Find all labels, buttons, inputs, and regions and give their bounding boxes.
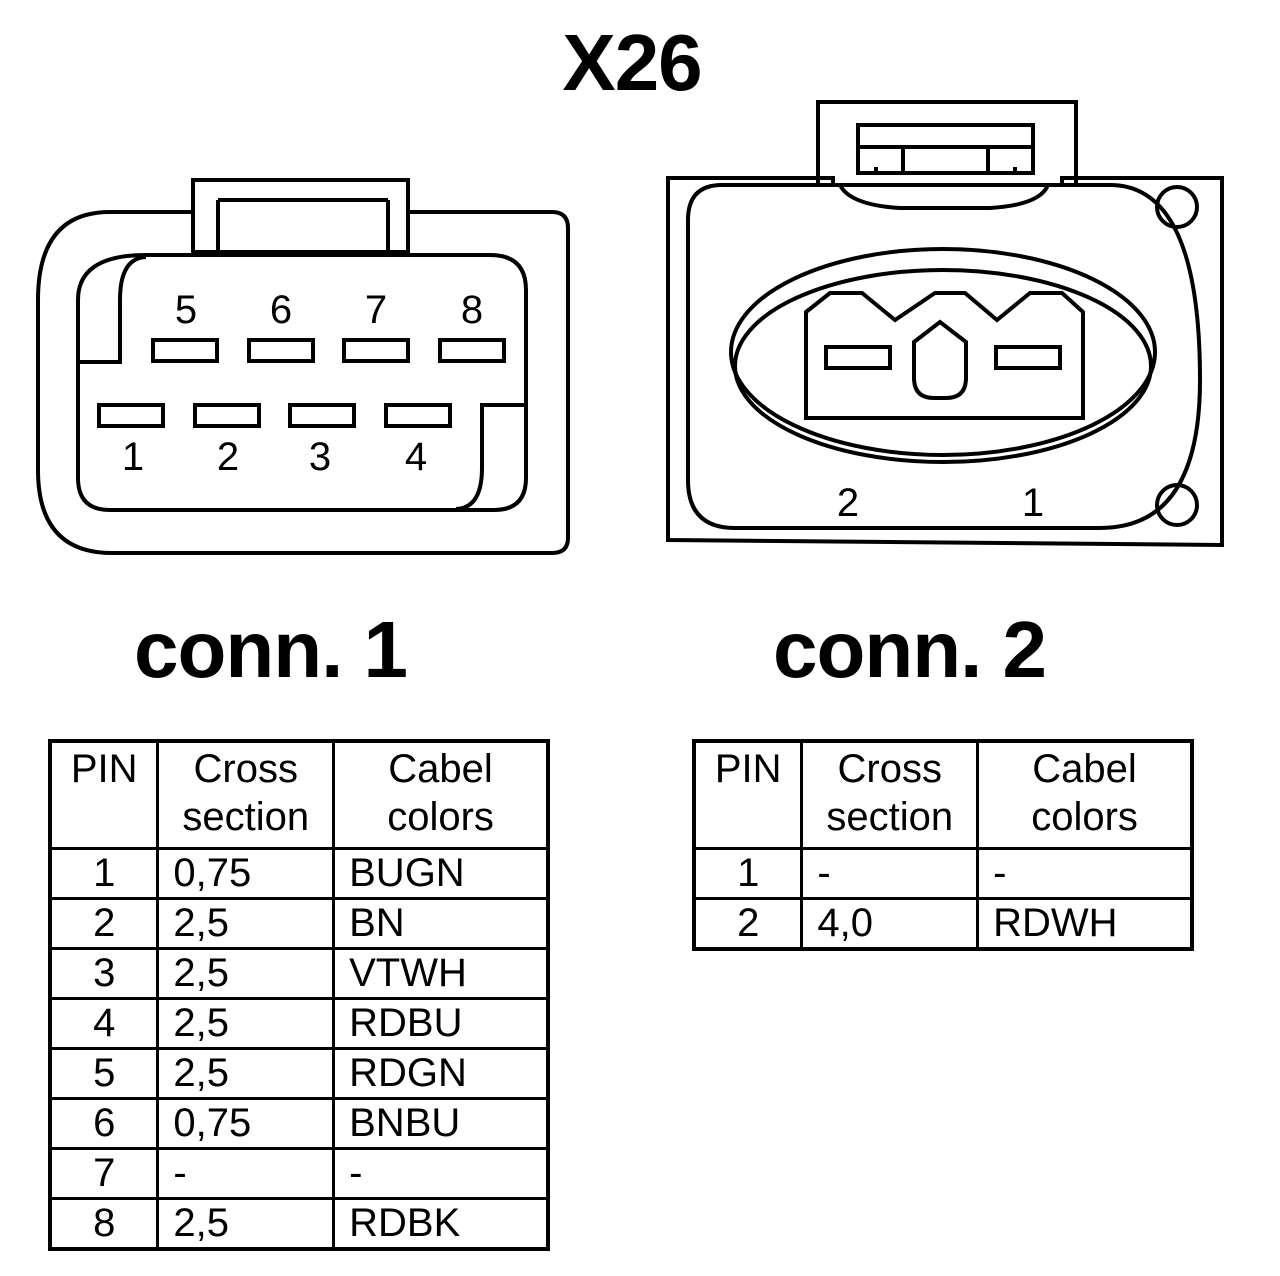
pin-slot-6 — [247, 338, 315, 363]
pin-label-2: 2 — [837, 481, 859, 525]
mounting-hole-bottom — [1155, 483, 1199, 527]
connector-2-seal-outer — [729, 247, 1157, 457]
pin-slot-8 — [438, 338, 506, 363]
pin-slot-3 — [288, 403, 356, 428]
connector-2-socket — [804, 291, 1085, 420]
connector-2-label: conn. 2 — [773, 605, 1047, 694]
pin-slot-7 — [342, 338, 410, 363]
pin-label-6: 6 — [270, 288, 292, 332]
connector-1-label: conn. 1 — [134, 605, 408, 694]
connector-2-body-outline — [686, 183, 1203, 530]
pin-slot-2 — [824, 345, 892, 370]
diagram-title: X26 — [562, 18, 702, 107]
pin-label-8: 8 — [461, 288, 483, 332]
connector-1-housing — [36, 210, 570, 555]
pin-slot-2 — [193, 403, 261, 428]
mounting-hole-top — [1155, 185, 1199, 229]
pin-label-7: 7 — [365, 288, 387, 332]
pin-label-5: 5 — [175, 288, 197, 332]
connector-1-keying-right — [455, 403, 526, 511]
connector-2-seal-inner — [733, 268, 1153, 464]
connector-2-flange — [666, 176, 1224, 548]
pin-label-2: 2 — [217, 435, 239, 479]
table-row: 1-- — [692, 847, 1194, 900]
pin-label-4: 4 — [405, 435, 427, 479]
connector-2-latch — [816, 100, 1078, 185]
connector-2-drawing: 2 1 — [666, 100, 1224, 548]
pin-slot-4 — [384, 403, 452, 428]
table-row: 7-- — [48, 1147, 550, 1200]
connector-drawings: 5 6 7 8 1 2 3 4 2 1 — [36, 100, 1224, 555]
pin-label-1: 1 — [1022, 481, 1044, 525]
pin-slot-1 — [994, 345, 1062, 370]
pin-slot-1 — [97, 403, 165, 428]
connector-1-pin-slots — [97, 338, 506, 428]
header-pin: PIN — [692, 739, 804, 850]
pin-slot-5 — [151, 338, 219, 363]
pin-label-3: 3 — [309, 435, 331, 479]
header-pin: PIN — [48, 739, 160, 850]
connector-1-latch — [191, 178, 410, 254]
connector-1-drawing: 5 6 7 8 1 2 3 4 — [36, 178, 570, 555]
pin-label-1: 1 — [122, 435, 144, 479]
connector-1-keying-left — [78, 255, 147, 364]
connector-2-key — [912, 319, 968, 400]
connector-1-inner-face — [76, 253, 528, 512]
